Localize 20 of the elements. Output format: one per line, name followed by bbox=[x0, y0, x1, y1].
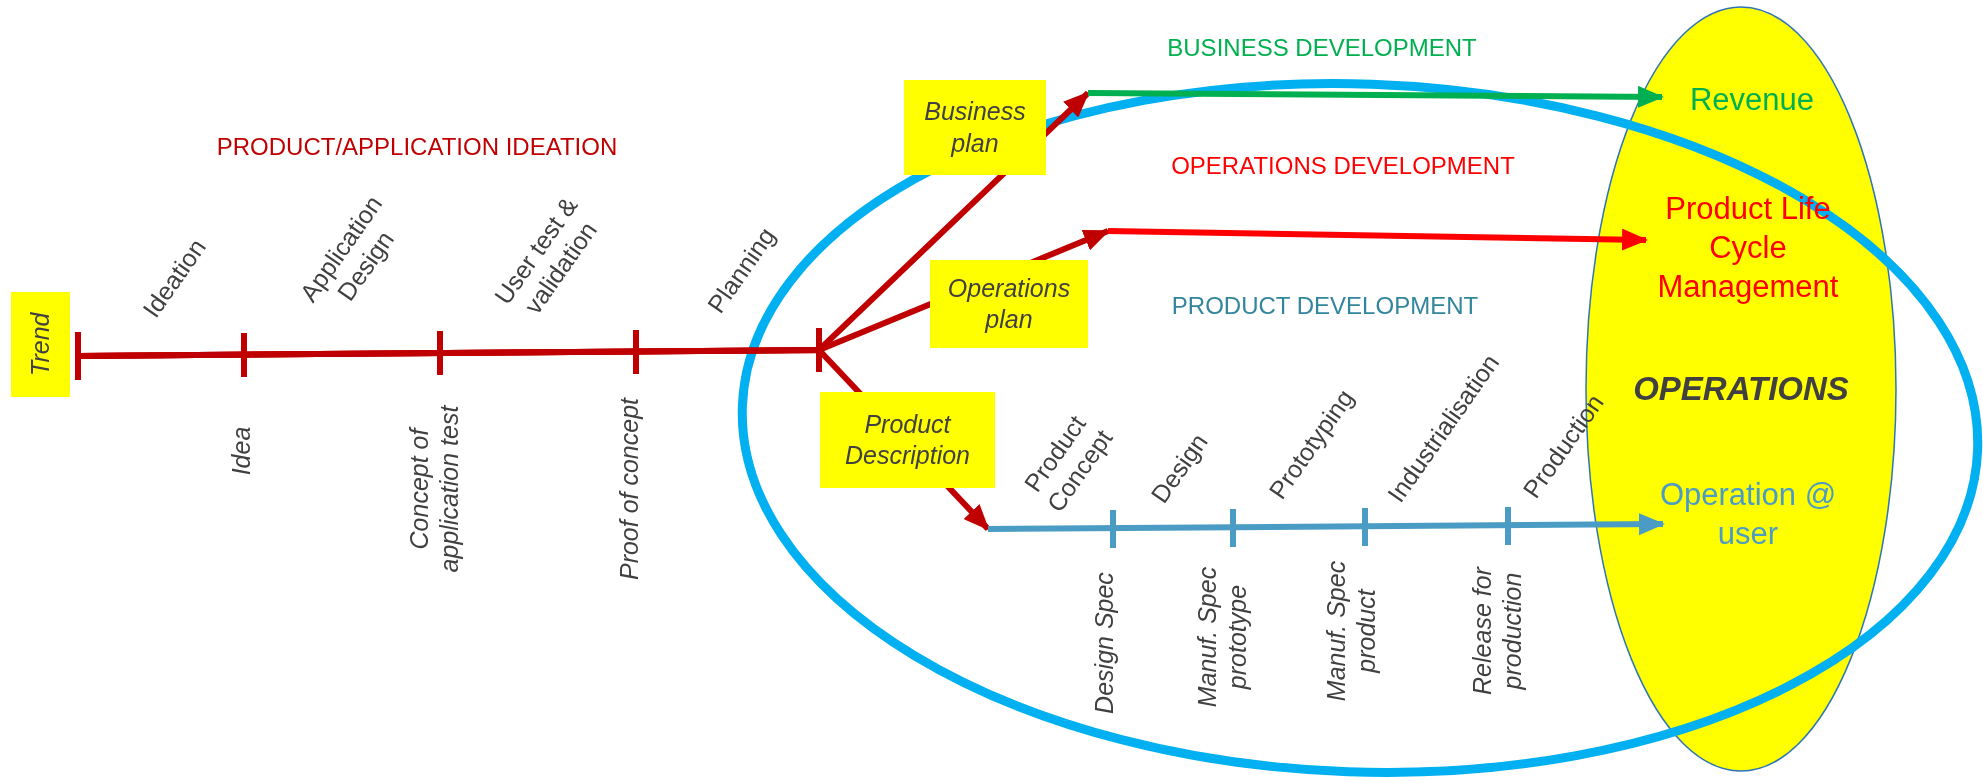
milestone-label: Release for production bbox=[1467, 565, 1527, 697]
milestone-label: Manuf. Spec prototype bbox=[1192, 565, 1252, 710]
milestone-label: Idea bbox=[226, 425, 256, 478]
milestone-label: Proof of concept bbox=[614, 396, 644, 583]
section-heading: PRODUCT/APPLICATION IDEATION bbox=[215, 132, 619, 162]
section-heading: BUSINESS DEVELOPMENT bbox=[1166, 33, 1478, 63]
note-box: Trend bbox=[11, 292, 70, 397]
arrow bbox=[987, 513, 1665, 536]
milestone-label: Concept of application test bbox=[404, 403, 464, 575]
outcome-label: Operation @ user bbox=[1638, 476, 1858, 554]
arrow bbox=[1088, 85, 1664, 108]
milestone-label: Design Spec bbox=[1089, 571, 1119, 716]
outcome-label: Revenue bbox=[1667, 80, 1837, 120]
section-heading: PRODUCT DEVELOPMENT bbox=[1170, 291, 1480, 321]
note-box: Product Description bbox=[820, 392, 995, 488]
arrow bbox=[1107, 228, 1648, 251]
milestone-label: Manuf. Spec product bbox=[1321, 559, 1381, 704]
note-box: Operations plan bbox=[930, 260, 1088, 348]
section-heading: OPERATIONS DEVELOPMENT bbox=[1170, 151, 1516, 181]
note-box: Business plan bbox=[904, 80, 1046, 175]
